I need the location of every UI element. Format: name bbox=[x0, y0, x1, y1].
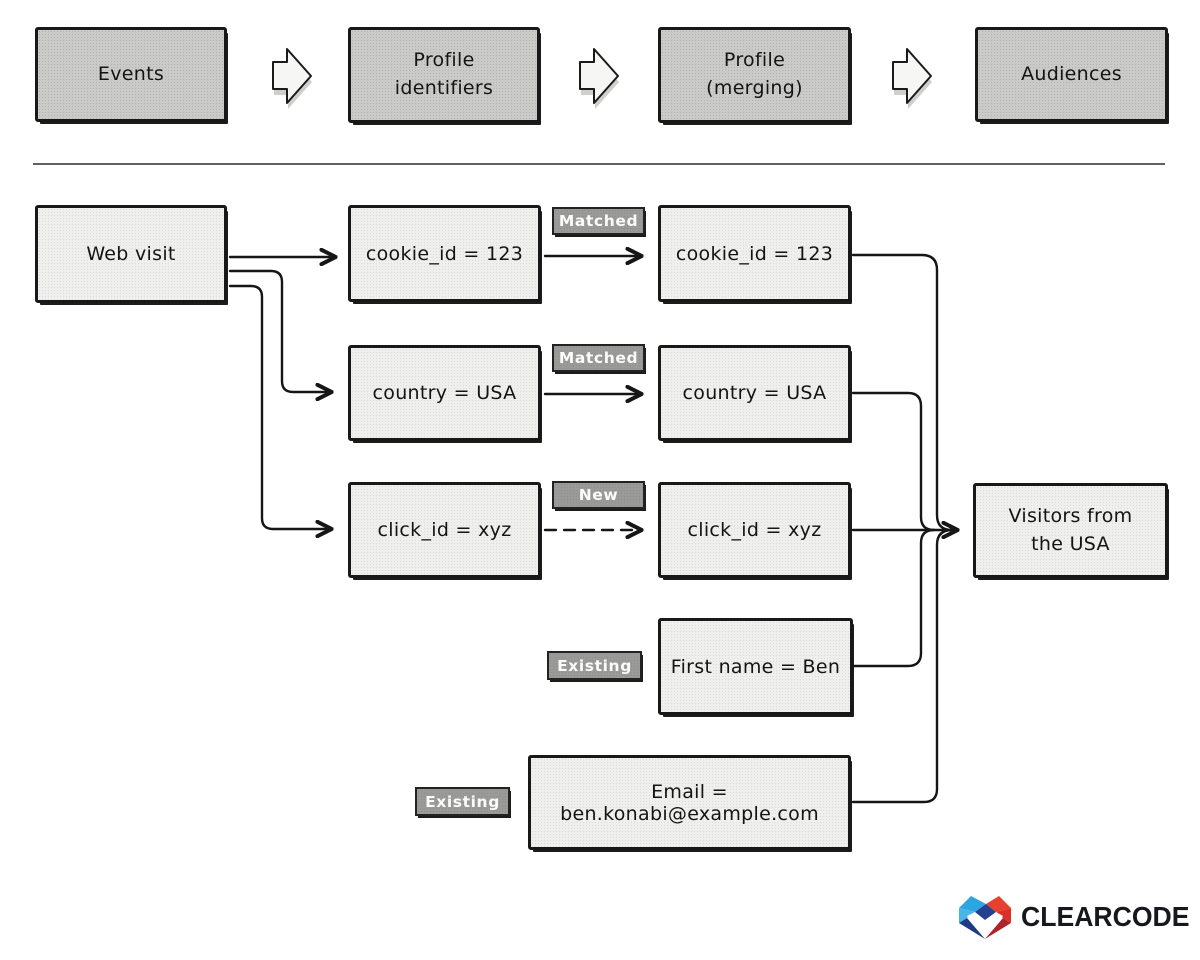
profile-box-click: click_id = xyz bbox=[658, 482, 851, 578]
profile-box-email: Email = ben.konabi@example.com bbox=[528, 755, 851, 850]
connector-webvisit-country bbox=[228, 269, 330, 392]
stage-box-profile-merging: Profile (merging) bbox=[658, 27, 851, 123]
identifier-box-country: country = USA bbox=[348, 345, 541, 441]
status-badge-matched-country: Matched bbox=[552, 344, 645, 372]
clearcode-logo-icon bbox=[959, 896, 1011, 939]
identifier-box-click: click_id = xyz bbox=[348, 482, 541, 578]
flow-arrow-shape bbox=[272, 48, 312, 104]
flow-arrow-icon bbox=[892, 48, 932, 109]
flow-arrow-icon bbox=[272, 48, 312, 109]
section-divider bbox=[33, 163, 1165, 165]
connector-merge-firstname bbox=[851, 528, 936, 668]
clearcode-logo-text: CLEARCODE bbox=[1021, 901, 1190, 932]
connector-merge-cookie bbox=[851, 253, 954, 532]
status-badge-matched-cookie: Matched bbox=[552, 207, 645, 235]
connector-merge-country bbox=[851, 391, 936, 532]
event-box-web-visit: Web visit bbox=[35, 205, 227, 303]
flow-arrow-shape bbox=[579, 48, 619, 104]
audience-box-visitors-usa: Visitors from the USA bbox=[973, 483, 1168, 578]
stage-box-events: Events bbox=[35, 27, 227, 122]
flow-arrow-icon bbox=[579, 48, 619, 109]
stage-box-profile-identifiers: Profile identifiers bbox=[348, 27, 540, 123]
status-badge-existing-firstname: Existing bbox=[547, 651, 642, 680]
status-badge-existing-email: Existing bbox=[415, 787, 510, 816]
profile-box-firstname: First name = Ben bbox=[658, 618, 853, 715]
connector-webvisit-click bbox=[228, 284, 330, 529]
stage-box-audiences: Audiences bbox=[975, 27, 1168, 122]
status-badge-new-click: New bbox=[552, 481, 645, 509]
connector-merge-email bbox=[851, 528, 954, 804]
identifier-box-cookie: cookie_id = 123 bbox=[348, 205, 541, 302]
flow-arrow-shape bbox=[892, 48, 932, 104]
profile-box-country: country = USA bbox=[658, 345, 851, 441]
profile-box-cookie: cookie_id = 123 bbox=[658, 205, 851, 302]
